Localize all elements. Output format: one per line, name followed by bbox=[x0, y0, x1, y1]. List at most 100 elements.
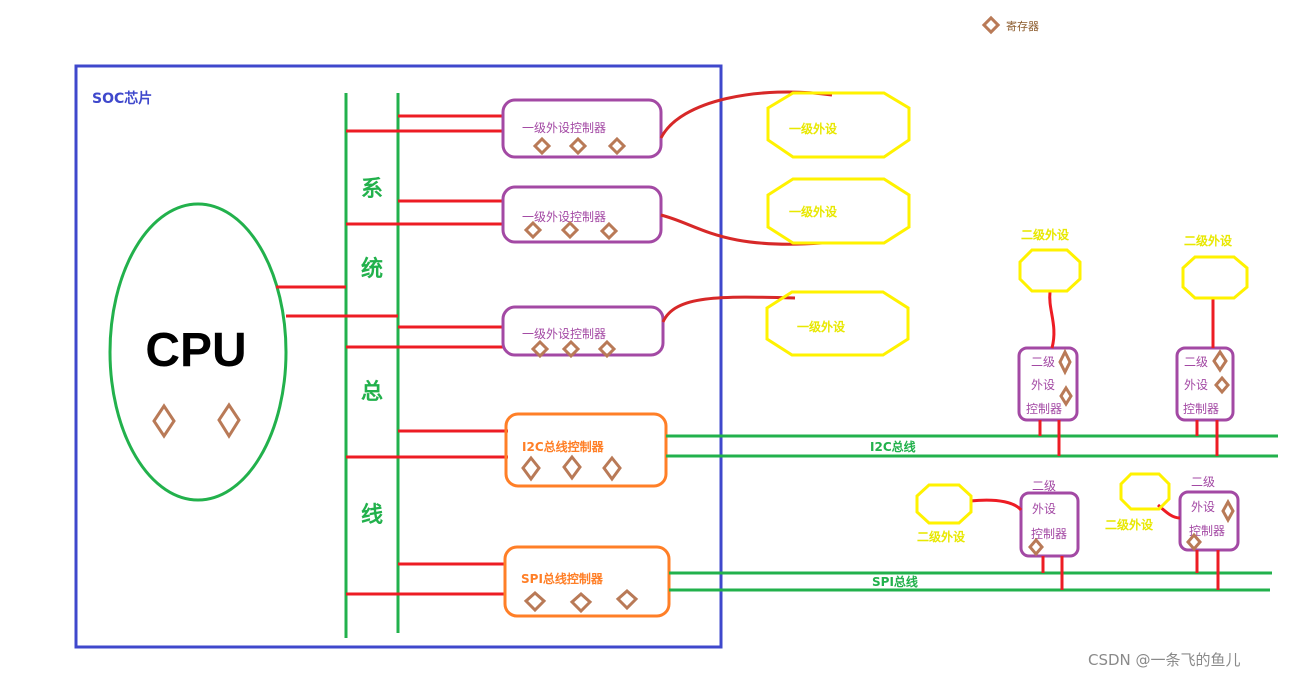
controller-label-line: 控制器 bbox=[1026, 402, 1062, 416]
controller-label-line: 外设 bbox=[1191, 500, 1215, 514]
controller-box bbox=[501, 185, 663, 244]
register-icon bbox=[530, 339, 550, 359]
cpu-ellipse bbox=[108, 202, 288, 502]
register-icon bbox=[523, 590, 547, 613]
i2c-controller: I2C总线控制器 bbox=[504, 412, 668, 488]
system-bus-char: 线 bbox=[361, 502, 383, 528]
controller-label: 一级外设控制器 bbox=[522, 210, 606, 224]
cpu: CPU bbox=[108, 202, 288, 502]
controller-box bbox=[501, 305, 665, 357]
spi-secondary-controller-1: 二级 外设 控制器 bbox=[1019, 479, 1080, 558]
controller-box bbox=[1175, 346, 1235, 422]
cpu-label: CPU bbox=[145, 324, 246, 377]
controller-label-line: 控制器 bbox=[1031, 527, 1067, 541]
peripheral-hexagon bbox=[766, 91, 911, 159]
link bbox=[1048, 291, 1056, 349]
i2c-secondary-controller-2: 二级 外设 控制器 bbox=[1175, 346, 1235, 422]
legend-label: 寄存器 bbox=[1006, 19, 1039, 33]
register-icon bbox=[561, 339, 581, 359]
register-icon bbox=[1058, 348, 1072, 376]
controller-box bbox=[1017, 346, 1079, 422]
bus-controller-links bbox=[346, 114, 508, 596]
link bbox=[660, 213, 823, 246]
spi-secondary-peripheral-2: 二级外设 bbox=[1105, 472, 1171, 532]
peripheral-label: 二级外设 bbox=[1184, 233, 1233, 248]
i2c-secondary-peripheral-1: 二级外设 bbox=[1018, 227, 1082, 293]
i2c-secondary-controller-1: 二级 外设 控制器 bbox=[1017, 346, 1079, 422]
register-icon bbox=[152, 403, 176, 439]
register-icon bbox=[569, 591, 593, 614]
controller-label: 一级外设控制器 bbox=[522, 327, 606, 341]
register-icon bbox=[217, 402, 241, 439]
system-bus: 系 统 总 线 bbox=[344, 93, 400, 638]
peripheral-hexagon bbox=[765, 290, 910, 357]
soc-chip-border bbox=[74, 64, 723, 649]
peripheral-hexagon bbox=[915, 483, 973, 525]
register-icon bbox=[532, 136, 552, 156]
controller-label-line: 控制器 bbox=[1183, 402, 1219, 416]
controller-label-line: 外设 bbox=[1184, 378, 1208, 392]
peripheral-label: 一级外设 bbox=[797, 319, 846, 334]
peripheral-hexagon bbox=[766, 177, 911, 245]
peripheral-label: 一级外设 bbox=[789, 204, 838, 219]
soc-chip-label: SOC芯片 bbox=[92, 90, 152, 107]
register-icon bbox=[562, 454, 582, 481]
i2c-taps bbox=[1038, 291, 1219, 456]
controller-label-line: 外设 bbox=[1031, 378, 1055, 392]
primary-controller-3: 一级外设控制器 bbox=[501, 305, 665, 359]
spi-bus: SPI总线 bbox=[669, 571, 1272, 592]
register-icon bbox=[1059, 385, 1073, 407]
register-icon bbox=[1214, 375, 1230, 395]
primary-controller-1: 一级外设控制器 bbox=[501, 98, 663, 159]
controller-label-line: 二级 bbox=[1031, 355, 1055, 369]
primary-peripheral-2: 一级外设 bbox=[766, 177, 911, 245]
spi-secondary-peripheral-1: 二级外设 bbox=[915, 483, 973, 544]
spi-bus-label: SPI总线 bbox=[872, 574, 918, 589]
spi-controller: SPI总线控制器 bbox=[503, 545, 671, 618]
spi-secondary-controller-2: 二级 外设 控制器 bbox=[1178, 475, 1240, 552]
primary-peripheral-1: 一级外设 bbox=[766, 91, 911, 159]
controller-box bbox=[501, 98, 663, 159]
peripheral-label: 一级外设 bbox=[789, 121, 838, 136]
peripheral-label: 二级外设 bbox=[1021, 227, 1070, 242]
register-icon bbox=[521, 455, 541, 482]
peripheral-hexagon bbox=[1018, 248, 1082, 293]
i2c-bus-label: I2C总线 bbox=[870, 439, 916, 454]
i2c-secondary-peripheral-2: 二级外设 bbox=[1181, 233, 1249, 300]
register-icon bbox=[597, 339, 617, 359]
controller-box bbox=[503, 545, 671, 618]
controller-label: 一级外设控制器 bbox=[522, 121, 606, 135]
register-icon bbox=[607, 136, 627, 156]
system-bus-char: 总 bbox=[361, 379, 383, 405]
controller-box bbox=[504, 412, 668, 488]
controller-label-line: 控制器 bbox=[1189, 524, 1225, 538]
register-legend-icon bbox=[981, 15, 1001, 35]
register-icon bbox=[1028, 537, 1044, 557]
peripheral-hexagon bbox=[1181, 255, 1249, 300]
register-icon bbox=[1186, 532, 1202, 552]
peripheral-label: 二级外设 bbox=[1105, 517, 1154, 532]
register-icon bbox=[1212, 349, 1228, 373]
peripheral-hexagon bbox=[1119, 472, 1171, 511]
register-icon bbox=[523, 220, 543, 240]
controller-label-line: 外设 bbox=[1032, 502, 1056, 516]
register-icon bbox=[602, 455, 622, 482]
controller-label: SPI总线控制器 bbox=[521, 571, 604, 586]
register-icon bbox=[599, 221, 619, 241]
controller-box bbox=[1178, 490, 1240, 552]
controller-label-line: 二级 bbox=[1032, 479, 1056, 493]
system-bus-char: 系 bbox=[361, 177, 383, 202]
controller-label-line: 二级 bbox=[1191, 475, 1215, 489]
controller-label: I2C总线控制器 bbox=[522, 439, 605, 454]
system-bus-char: 统 bbox=[361, 256, 383, 282]
primary-peripheral-3: 一级外设 bbox=[765, 290, 910, 357]
primary-controller-2: 一级外设控制器 bbox=[501, 185, 663, 244]
register-icon bbox=[560, 220, 580, 240]
peripheral-label: 二级外设 bbox=[917, 529, 966, 544]
register-icon bbox=[1221, 498, 1235, 524]
register-icon bbox=[568, 136, 588, 156]
link bbox=[969, 498, 1023, 512]
register-icon bbox=[615, 588, 639, 611]
link bbox=[661, 295, 796, 323]
